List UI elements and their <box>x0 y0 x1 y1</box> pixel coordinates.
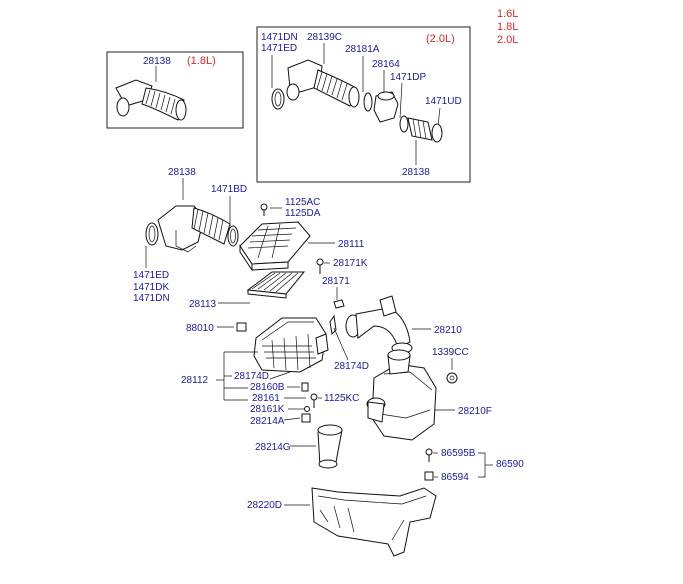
part-label-88010: 88010 <box>186 323 214 334</box>
main-inlet-hose: 28138 1471BD <box>145 167 247 253</box>
air-cleaner-cover: 28111 <box>239 221 365 272</box>
inlet-hose-drawing-box1 <box>115 79 187 121</box>
part-label-1339cc: 1339CC <box>432 347 469 358</box>
part-label-28171: 28171 <box>322 276 350 287</box>
part-label-1471dn-main: 1471DN <box>133 293 170 304</box>
part-label-28220d: 28220D <box>247 500 282 511</box>
inset-frame-1-8l <box>106 51 244 129</box>
clamp-labels-left: 1471ED 1471DK 1471DN <box>133 246 170 304</box>
clip-28174d-right: 28174D <box>329 314 369 372</box>
air-cleaner-body <box>253 317 329 373</box>
part-label-28174d-left: 28174D <box>234 371 269 382</box>
part-label-1471dk-main: 1471DK <box>133 282 169 293</box>
part-label-28181a-box2: 28181A <box>345 44 380 55</box>
variant-2-0l: 2.0L <box>497 34 518 46</box>
bolt-88010: 88010 <box>186 322 247 334</box>
fastener-group-86590: 86595B 86594 86590 <box>424 448 524 483</box>
part-label-28160b: 28160B <box>250 382 285 393</box>
part-label-1471dn-box2: 1471DN <box>261 32 298 43</box>
part-label-1471ed-main: 1471ED <box>133 270 169 281</box>
part-label-28171k: 28171K <box>333 258 368 269</box>
duct-28214g: 28214G <box>255 424 343 469</box>
inset-frame-2-0l <box>256 26 471 183</box>
part-label-1125ac: 1125AC <box>285 197 320 208</box>
variant-1-6l: 1.6L <box>497 8 518 20</box>
engine-variant-legend: 1.6L 1.8L 2.0L <box>497 8 518 46</box>
part-label-1125kc: 1125KC <box>324 393 359 404</box>
variant-callout-2-0l: (2.0L) <box>426 33 455 45</box>
inset-box-2-0l: 1471DN 1471ED 28139C 28181A 28164 1471DP… <box>256 26 471 183</box>
part-label-28161: 28161 <box>252 393 280 404</box>
part-label-28214a: 28214A <box>250 416 285 427</box>
part-label-28138-main: 28138 <box>168 167 196 178</box>
part-label-28210f: 28210F <box>458 406 492 417</box>
part-label-1471ud-box2: 1471UD <box>425 96 462 107</box>
air-duct-28210: 28210 <box>345 295 462 354</box>
filter-element: 28113 <box>189 271 306 310</box>
part-label-28161k: 28161K <box>250 404 285 415</box>
part-label-28138-box1: 28138 <box>143 56 171 67</box>
clip-28214a: 28214A <box>250 413 311 427</box>
variant-1-8l: 1.8L <box>497 21 518 33</box>
intake-group-drawing-box2 <box>271 59 443 143</box>
group-28112: 28112 28174D 28160B 28161 28161K <box>181 351 310 415</box>
part-label-86590: 86590 <box>496 459 524 470</box>
part-label-86594: 86594 <box>441 472 469 483</box>
part-label-28112: 28112 <box>181 375 209 386</box>
part-label-28139c-box2: 28139C <box>307 32 342 43</box>
bolt-1339cc: 1339CC <box>432 347 469 384</box>
part-label-28214g: 28214G <box>255 442 291 453</box>
cover-screw: 1125AC 1125DA <box>260 197 321 219</box>
part-label-1471dp-box2: 1471DP <box>390 72 426 83</box>
inset-box-1-8l: 28138 (1.8L) <box>106 51 244 129</box>
resonator-28210f: 28210F <box>366 349 492 441</box>
bolt-28171k: 28171K <box>316 258 368 274</box>
part-label-28138-box2: 28138 <box>402 167 430 178</box>
part-label-28113: 28113 <box>189 299 217 310</box>
screw-1125kc: 1125KC <box>310 393 359 408</box>
part-label-86595b: 86595B <box>441 448 476 459</box>
part-label-28164-box2: 28164 <box>372 59 400 70</box>
part-label-28111: 28111 <box>338 239 365 250</box>
part-label-1471bd-main: 1471BD <box>211 184 247 195</box>
part-label-1125da: 1125DA <box>285 208 321 219</box>
bolt-28171: 28171 <box>322 276 350 309</box>
part-label-28210: 28210 <box>434 325 462 336</box>
part-label-1471ed-box2: 1471ED <box>261 43 297 54</box>
variant-callout-1-8l: (1.8L) <box>187 55 216 67</box>
under-cover-28220d: 28220D <box>247 487 437 557</box>
part-label-28174d-right: 28174D <box>334 361 369 372</box>
